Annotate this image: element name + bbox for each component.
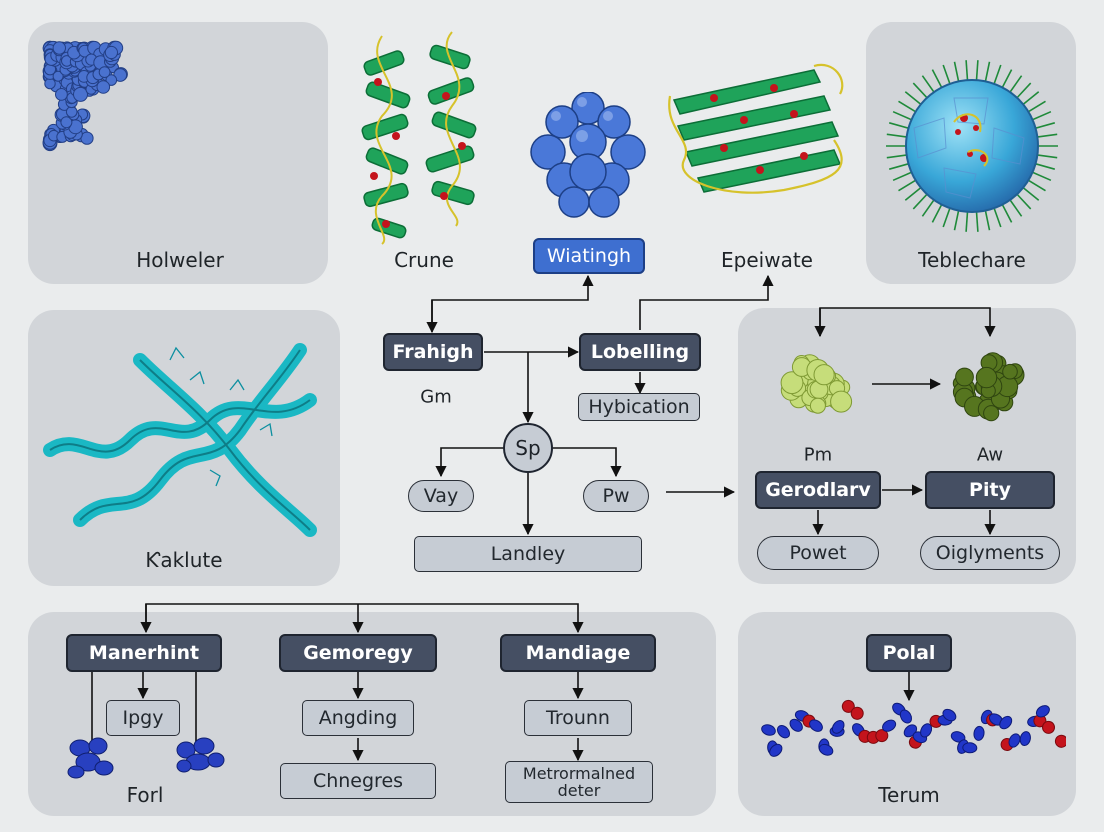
caption-crune: Crune	[394, 248, 454, 272]
sphere-cluster-image	[530, 92, 646, 218]
caption-epeiwate: Epeiwate	[721, 248, 813, 272]
caption-terum: Terum	[878, 783, 940, 807]
caption-holweler: Holweler	[136, 248, 224, 272]
node-mandiage[interactable]: Mandiage	[500, 634, 656, 672]
node-vay[interactable]: Vay	[408, 480, 474, 512]
label-gm: Gm	[420, 386, 452, 408]
node-gerodlarv[interactable]: Gerodlarv	[755, 471, 881, 509]
spiky-sphere-image	[886, 60, 1058, 232]
node-frahigh[interactable]: Frahigh	[383, 333, 483, 371]
caption-kaklute: Ƙaklute	[145, 548, 223, 572]
node-powet[interactable]: Powet	[757, 536, 879, 570]
bead-chain-protein-image	[42, 40, 128, 152]
node-angding[interactable]: Angding	[302, 700, 414, 736]
dark-green-cluster-image	[952, 352, 1025, 422]
arrow-hub-vay	[435, 447, 504, 478]
blue-blob-left-image	[67, 737, 114, 779]
blue-blob-right-image	[176, 737, 225, 773]
green-ribbon-protein-image	[361, 31, 477, 245]
arrow-lobelling-epeiwate	[639, 274, 774, 330]
caption-teblechare: Teblechare	[918, 248, 1026, 272]
arrow-right-top-split-a	[819, 307, 996, 338]
node-wiatingh[interactable]: Wiatingh	[533, 238, 645, 274]
label-pm: Pm	[803, 444, 833, 466]
node-gemoregy[interactable]: Gemoregy	[279, 634, 437, 672]
arrow-hub-pw	[552, 447, 622, 478]
caption-forl: Forl	[126, 783, 164, 807]
node-lobelling[interactable]: Lobelling	[579, 333, 701, 371]
node-chnegres[interactable]: Chnegres	[280, 763, 436, 799]
node-metromalned[interactable]: Metrormalned deter	[505, 761, 653, 803]
beta-sheet-protein-image	[668, 63, 844, 194]
node-hybication[interactable]: Hybication	[578, 393, 700, 421]
node-landley[interactable]: Landley	[414, 536, 642, 572]
node-ipgy[interactable]: Ipgy	[106, 700, 180, 736]
node-oiglyments[interactable]: Oiglyments	[920, 536, 1060, 570]
red-blue-chain-image	[761, 699, 1066, 757]
node-hub-sp[interactable]: Sp	[503, 423, 553, 473]
arrow-bottom-root	[145, 603, 584, 634]
cyan-helix-protein-image	[43, 343, 317, 537]
node-pw[interactable]: Pw	[583, 480, 649, 512]
node-manerhint[interactable]: Manerhint	[66, 634, 222, 672]
node-trounn[interactable]: Trounn	[524, 700, 632, 736]
node-polal[interactable]: Polal	[866, 634, 952, 672]
node-pity[interactable]: Pity	[925, 471, 1055, 509]
arrow-frahigh-wiatingh	[431, 274, 594, 330]
label-aw: Aw	[976, 444, 1004, 466]
light-green-cluster-image	[780, 354, 853, 414]
